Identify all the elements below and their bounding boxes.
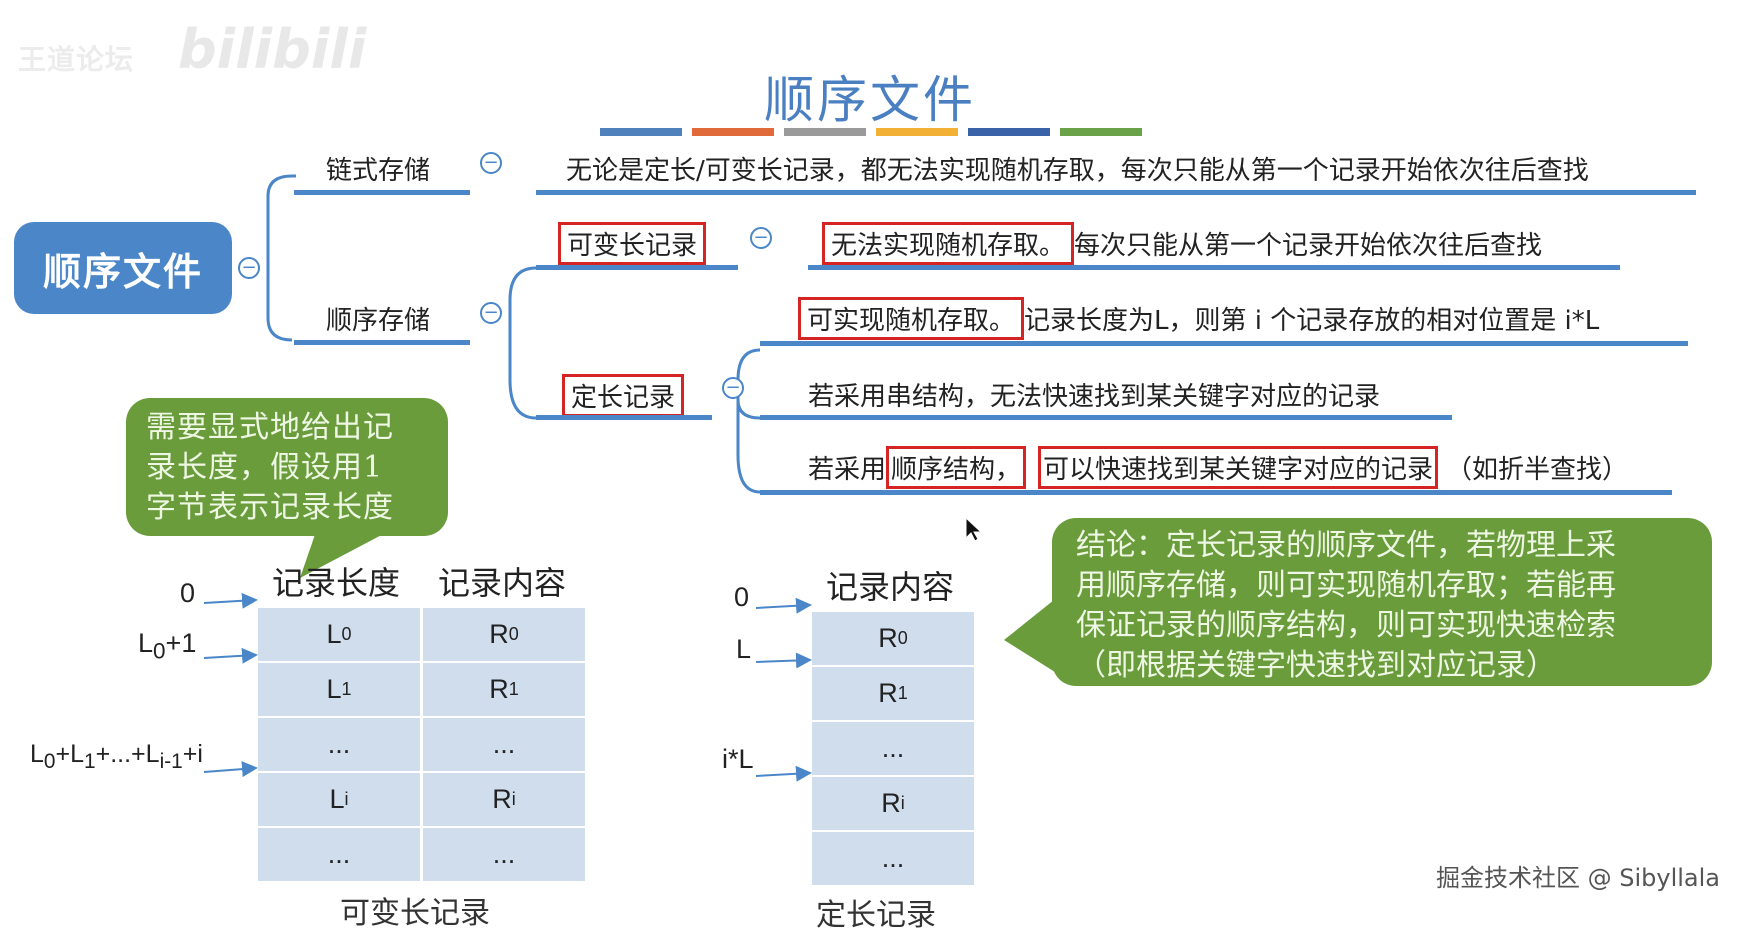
root-collapse-button[interactable]: − [238, 257, 260, 279]
node-underline [536, 415, 712, 420]
table-variable-caption: 可变长记录 [340, 896, 490, 931]
fixed-note-3-highlight-2: 可以快速找到某关键字对应的记录 [1038, 446, 1439, 489]
fixed-note-1-text: 记录长度为L，则第 i 个记录存放的相对位置是 i*L [1024, 306, 1600, 336]
variable-note: 无法实现随机存取。 每次只能从第一个记录开始依次往后查找 [822, 222, 1542, 265]
title-color-bar [600, 128, 682, 136]
record-content-cell: ... [812, 832, 974, 885]
variable-collapse-button[interactable]: − [750, 227, 772, 249]
mouse-cursor-icon [965, 516, 983, 542]
fixed-note-3: 若采用 顺序结构， 可以快速找到某关键字对应的记录 （如折半查找） [808, 446, 1628, 489]
node-underline [536, 190, 1696, 195]
fixed-collapse-button[interactable]: − [722, 377, 744, 399]
node-underline [760, 341, 1688, 346]
watermark-logo: bilibili [178, 18, 367, 81]
root-node: 顺序文件 [14, 222, 232, 314]
table-fixed-header-content: 记录内容 [826, 568, 955, 606]
watermark-text: 王道论坛 [18, 43, 135, 76]
table-variable-header-content: 记录内容 [438, 564, 567, 602]
record-length-cell: ... [258, 828, 420, 881]
offset-label: L0+1 [138, 628, 197, 664]
record-content-cell: ... [812, 722, 974, 775]
node-linked-storage: 链式存储 [326, 156, 431, 186]
title-color-bar [784, 128, 866, 136]
record-content-cell: ... [423, 718, 585, 771]
offset-label: L0+L1+...+Li-1+i [30, 740, 203, 773]
bubble-right: 结论：定长记录的顺序文件，若物理上采 用顺序存储，则可实现随机存取；若能再 保证… [1052, 518, 1712, 686]
linked-collapse-button[interactable]: − [480, 152, 502, 174]
bubble-right-line: 结论：定长记录的顺序文件，若物理上采 [1076, 528, 1616, 563]
sequential-collapse-button[interactable]: − [480, 302, 502, 324]
bubble-left-line: 字节表示记录长度 [146, 490, 394, 525]
fixed-note-3-suffix: （如折半查找） [1446, 455, 1629, 485]
bubble-left-line: 需要显式地给出记 [146, 410, 394, 445]
variable-note-highlight: 无法实现随机存取。 [822, 222, 1075, 265]
fixed-note-3-prefix: 若采用 [808, 455, 887, 485]
fixed-note-2: 若采用串结构，无法快速找到某关键字对应的记录 [808, 382, 1381, 412]
title-color-bar [876, 128, 958, 136]
node-sequential-storage: 顺序存储 [326, 306, 431, 336]
bubble-right-line: 用顺序存储，则可实现随机存取；若能再 [1076, 568, 1616, 603]
node-underline [294, 340, 470, 345]
node-underline [294, 190, 470, 195]
offset-label: 0 [734, 582, 750, 612]
title-color-bar [1060, 128, 1142, 136]
offset-arrows [203, 592, 812, 782]
page-title: 顺序文件 [764, 71, 976, 129]
variable-note-text: 每次只能从第一个记录开始依次往后查找 [1074, 231, 1543, 261]
node-variable-record: 可变长记录 [558, 222, 707, 265]
mindmap-connectors [266, 174, 761, 494]
fixed-note-3-highlight-1: 顺序结构， [886, 446, 1027, 489]
bubble-right-line: （即根据关键字快速找到对应记录） [1076, 648, 1556, 683]
fixed-note-1: 可实现随机存取。 记录长度为L，则第 i 个记录存放的相对位置是 i*L [798, 297, 1599, 340]
node-underline [536, 265, 738, 270]
table-variable-header-length: 记录长度 [272, 564, 401, 602]
offset-label: 0 [180, 578, 196, 608]
node-underline [760, 415, 1452, 420]
node-underline [760, 490, 1672, 495]
record-length-cell: ... [258, 718, 420, 771]
bubble-right-line: 保证记录的顺序结构，则可实现快速检索 [1076, 608, 1616, 643]
title-color-bar [968, 128, 1050, 136]
fixed-note-1-highlight: 可实现随机存取。 [798, 297, 1025, 340]
record-content-cell: ... [423, 828, 585, 881]
credit-text: 掘金技术社区 @ Sibyllala [1435, 864, 1720, 892]
node-underline [808, 265, 1620, 270]
table-fixed-caption: 定长记录 [816, 898, 936, 933]
offset-label: i*L [722, 744, 754, 774]
bubble-left: 需要显式地给出记 录长度，假设用1 字节表示记录长度 [126, 398, 448, 536]
bubble-left-line: 录长度，假设用1 [146, 450, 384, 485]
linked-note: 无论是定长/可变长记录，都无法实现随机存取，每次只能从第一个记录开始依次往后查找 [566, 156, 1589, 186]
title-color-bar [692, 128, 774, 136]
offset-label: L [736, 634, 752, 664]
